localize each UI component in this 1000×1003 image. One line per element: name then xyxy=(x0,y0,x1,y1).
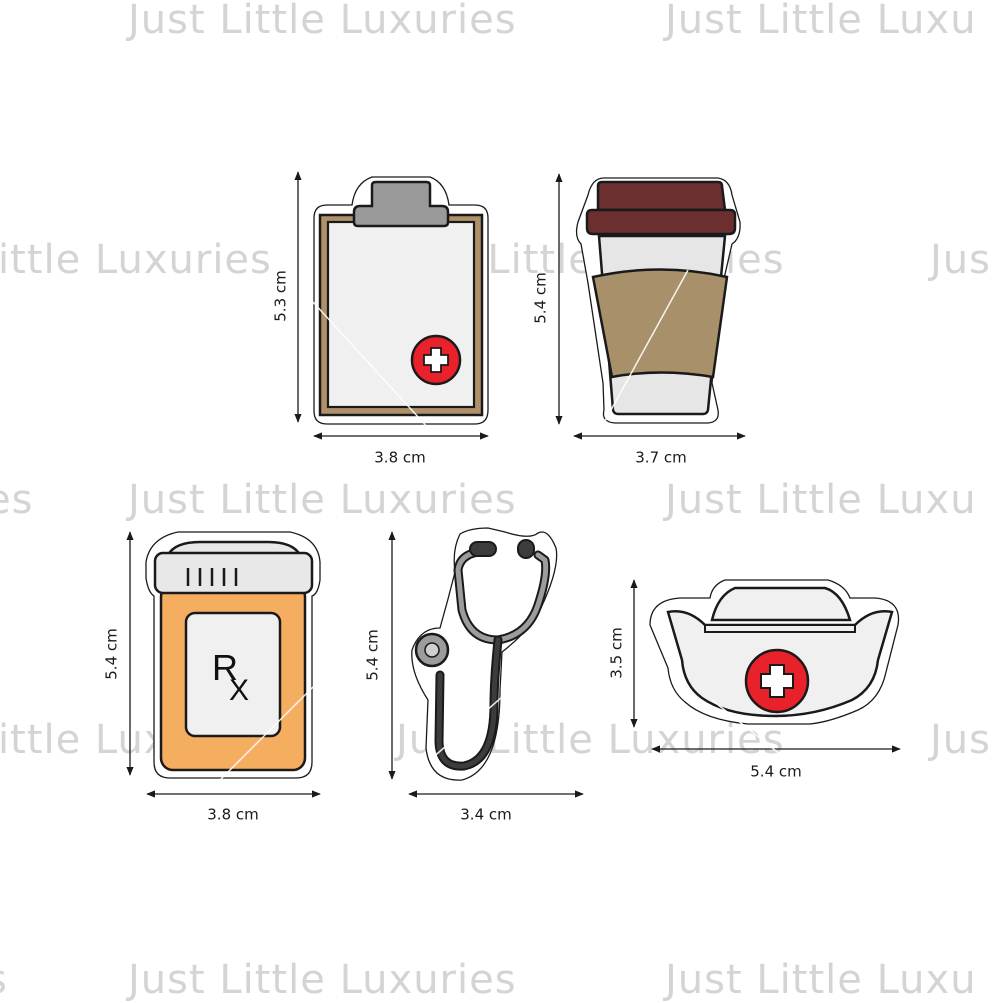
watermark: Just Little Luxuries xyxy=(128,477,517,523)
watermark: Just Little Luxuries xyxy=(128,0,517,43)
rx-letter-r: R xyxy=(212,647,238,688)
clipboard-height-label: 5.3 cm xyxy=(271,270,290,322)
watermark: es xyxy=(0,477,34,523)
watermark: Jus xyxy=(930,237,991,283)
coffee-cup-sticker xyxy=(555,173,746,440)
stethoscope-width-label: 3.4 cm xyxy=(460,805,512,824)
clipboard-sticker xyxy=(294,171,489,440)
stethoscope-height-label: 5.4 cm xyxy=(363,629,382,681)
watermark: ittle Luxuries xyxy=(0,237,272,283)
watermark: s xyxy=(0,960,8,1000)
pill-bottle-width-label: 3.8 cm xyxy=(207,805,259,824)
glare-lines xyxy=(209,269,801,791)
rx-letter-x: X xyxy=(229,674,249,707)
coffee-cup-icon xyxy=(575,177,741,424)
pill-bottle-sticker: R X xyxy=(126,531,321,798)
nurse-cap-height-label: 3.5 cm xyxy=(607,627,626,679)
watermark: Jus xyxy=(930,717,991,763)
pill-bottle-icon: R X xyxy=(145,531,321,779)
watermark: Just Little Luxuries xyxy=(128,957,517,1003)
stethoscope-sticker xyxy=(388,527,584,798)
nurse-cap-icon xyxy=(649,579,900,725)
coffee-cup-width-label: 3.7 cm xyxy=(635,448,687,467)
watermark: Just Little Luxu xyxy=(665,0,977,43)
coffee-cup-height-label: 5.4 cm xyxy=(531,272,550,324)
nurse-cap-width-label: 5.4 cm xyxy=(750,762,802,781)
pill-bottle-height-label: 5.4 cm xyxy=(102,628,121,680)
watermark: Just Little Luxu xyxy=(665,477,977,523)
stethoscope-icon xyxy=(411,527,558,781)
nurse-cap-sticker xyxy=(630,579,901,753)
clipboard-icon xyxy=(313,176,489,425)
bottle-cap-ridges xyxy=(186,568,238,586)
clipboard-width-label: 3.8 cm xyxy=(374,448,426,467)
watermark: Just Little Luxu xyxy=(665,957,977,1003)
